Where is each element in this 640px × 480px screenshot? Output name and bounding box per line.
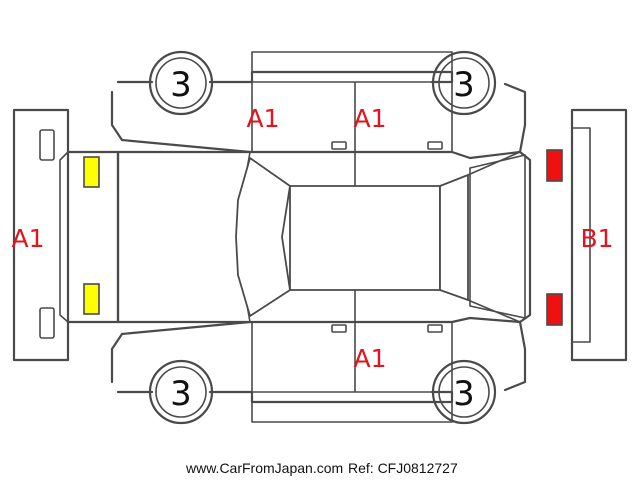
footer-site: www.CarFromJapan.com	[185, 460, 343, 476]
footer-reference: Ref: CFJ0812727	[348, 460, 458, 476]
tire-rear-left: 3	[431, 50, 497, 116]
rear-lamp-bottom	[546, 293, 563, 326]
windshield	[235, 157, 291, 317]
roof	[289, 185, 441, 291]
tire-front-right: 3	[148, 359, 214, 425]
tire-rear-left-grade: 3	[453, 65, 475, 105]
front-lamp-bottom	[83, 283, 100, 315]
front-lamp-top	[83, 156, 100, 188]
tire-front-right-grade: 3	[170, 374, 192, 414]
tire-rear-right-grade: 3	[453, 374, 475, 414]
right-side-panels	[110, 289, 527, 423]
tire-front-left: 3	[148, 50, 214, 116]
damage-label-rear-bumper: B1	[580, 224, 613, 253]
tire-front-left-grade: 3	[170, 65, 192, 105]
damage-label-rear-left-door: A1	[353, 104, 386, 133]
rear-lamp-top	[546, 149, 563, 182]
car-body-outline	[59, 150, 532, 324]
damage-label-front-left-door: A1	[246, 104, 279, 133]
damage-label-right-side-door: A1	[353, 344, 386, 373]
left-side-panels	[110, 51, 527, 187]
tire-rear-right: 3	[431, 359, 497, 425]
damage-label-front-bumper: A1	[11, 224, 44, 253]
rear-window	[439, 151, 521, 323]
front-bumper	[12, 108, 70, 362]
rear-hatch	[469, 154, 526, 319]
rear-bumper	[570, 108, 628, 362]
